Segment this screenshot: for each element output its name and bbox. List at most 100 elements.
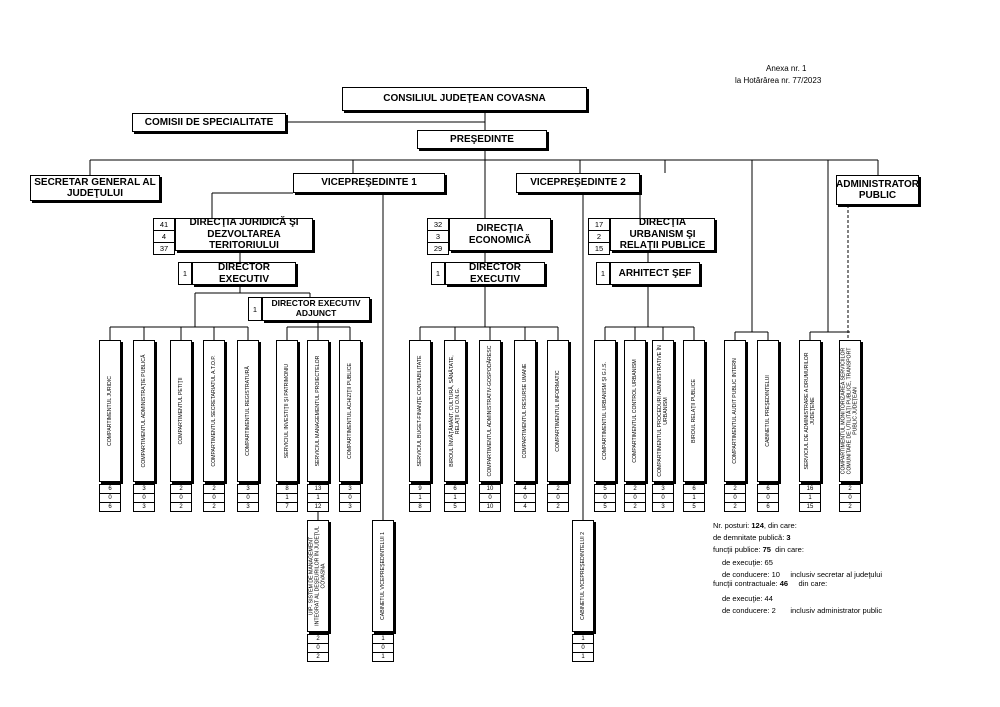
count-total: 16 (799, 484, 821, 493)
count-total: 6 (757, 484, 779, 493)
count-total: 3 (133, 484, 155, 493)
unit-label: COMPARTIMENTUL MONITORIZAREA SERVICIILOR… (840, 347, 860, 475)
direction-economica-box: DIRECŢIA ECONOMICĂ (449, 218, 551, 251)
count-management: 0 (652, 493, 674, 502)
count-management: 0 (547, 493, 569, 502)
summary-public-mgmt-label: de conducere: 10 (722, 570, 780, 579)
council-label: CONSILIUL JUDEŢEAN COVASNA (383, 93, 546, 105)
count-total: 5 (594, 484, 616, 493)
unit-box: SERVICIUL INVESTIŢII ŞI PATRIMONIU (276, 340, 298, 482)
count-execution: 2 (307, 652, 329, 662)
summary-total-value: 124 (751, 521, 764, 530)
unit-box: COMPARTIMENTUL INFORMATIC (547, 340, 569, 482)
director-exec-1-count: 1 (178, 262, 192, 285)
count-execution: 3 (133, 502, 155, 512)
unit-label: COMPARTIMENTUL ADMINISTRATIV-GOSPODĂRESC (486, 345, 493, 477)
director-adjunct-count: 1 (248, 297, 262, 321)
unit-box: COMPARTIMENTUL ACHIZIŢII PUBLICE (339, 340, 361, 482)
unit-box: SERVICIUL DE ADMINISTRARE A DRUMURILOR J… (799, 340, 821, 482)
annex-decision: la Hotărârea nr. 77/2023 (735, 76, 822, 85)
summary-public-value: 75 (762, 545, 771, 554)
vp1-box: VICEPREŞEDINTE 1 (293, 173, 445, 193)
unit-box: SERVICIUL MANAGEMENTUL PROIECTELOR (307, 340, 329, 482)
unit-box: COMPARTIMENTUL PETIŢII (170, 340, 192, 482)
direction-economica-label: DIRECŢIA ECONOMICĂ (468, 223, 532, 246)
count-total: 3 (237, 484, 259, 493)
summary-public-mgmt-note: inclusiv secretar al judeţului (790, 570, 883, 579)
summary-total: Nr. posturi: 124, din care: (713, 521, 797, 530)
unit-label: COMPARTIMENTUL JURIDIC (106, 376, 113, 446)
count-management: 1 (444, 493, 466, 502)
summary-dignity: de demnitate publică: 3 (713, 533, 791, 542)
count-execution: 6 (757, 502, 779, 512)
commissions-label: COMISII DE SPECIALITATE (144, 116, 274, 128)
unit-label: COMPARTIMENTUL INFORMATIC (554, 370, 561, 452)
unit-box: COMPARTIMENTUL AUDIT PUBLIC INTERN (724, 340, 746, 482)
secretary-label: SECRETAR GENERAL AL JUDEŢULUI (34, 176, 156, 200)
count-total: 6 (99, 484, 121, 493)
count-management: 0 (99, 493, 121, 502)
count-execution: 2 (203, 502, 225, 512)
unit-box: COMPARTIMENTUL REGISTRATURĂ (237, 340, 259, 482)
summary-public-exec: de execuţie: 65 (722, 558, 773, 567)
count-total: 9 (409, 484, 431, 493)
lower-unit-box: CABINETUL VICEPREŞEDINTELUI 2 (572, 520, 594, 632)
unit-box: SERVICIUL BUGET-FINANŢE CONTABILITATE (409, 340, 431, 482)
count-management: 0 (572, 643, 594, 652)
direction-urbanism-numbers: 17 2 15 (588, 218, 610, 255)
unit-box: COMPARTIMENTUL ADMINISTRATIV-GOSPODĂRESC (479, 340, 501, 482)
count-execution: 2 (724, 502, 746, 512)
count-total: 1 (372, 634, 394, 643)
count-total: 3 (339, 484, 361, 493)
summary-public-suffix: din care: (775, 545, 804, 554)
summary-dignity-label: de demnitate publică: (713, 533, 787, 542)
unit-label: COMPARTIMENTUL AUDIT PUBLIC INTERN (731, 358, 738, 464)
count-management: 0 (339, 493, 361, 502)
arhitect-box: ARHITECT ŞEF (610, 262, 700, 285)
count-management: 0 (514, 493, 536, 502)
count-management: 0 (624, 493, 646, 502)
count-management: 0 (594, 493, 616, 502)
unit-label: BIROUL ÎNVĂŢĂMÂNT, CULTURĂ, SĂNĂTATE, RE… (448, 355, 461, 467)
count-total: 17 (588, 218, 610, 230)
count-execution: 3 (652, 502, 674, 512)
summary-contract-suffix: din care: (798, 579, 828, 588)
count-execution: 5 (683, 502, 705, 512)
unit-label: SERVICIUL MANAGEMENTUL PROIECTELOR (314, 355, 321, 467)
summary-dignity-value: 3 (786, 533, 791, 542)
summary-public-label: funcţii publice: (713, 545, 761, 554)
unit-label: SERVICIUL DE ADMINISTRARE A DRUMURILOR J… (803, 352, 816, 470)
lower-unit-label: CABINETUL VICEPREŞEDINTELUI 1 (379, 531, 386, 621)
count-management: 0 (479, 493, 501, 502)
summary-public-mgmt: de conducere: 10 inclusiv secretar al ju… (722, 570, 882, 579)
unit-box: BIROUL RELAŢII PUBLICE (683, 340, 705, 482)
unit-label: COMPARTIMENTUL CONTROL URBANISM (631, 359, 638, 463)
direction-juridica-box: DIRECŢIA JURIDICĂ ŞI DEZVOLTAREA TERITOR… (175, 217, 313, 251)
count-management: 0 (372, 643, 394, 652)
annex-number: Anexa nr. 1 (766, 64, 807, 73)
count-execution: 2 (547, 502, 569, 512)
count-management: 4 (153, 230, 175, 242)
lower-unit-label: UIP- SISTEM DE MANAGEMENT INTEGRAT AL DE… (308, 526, 328, 626)
arhitect-count: 1 (596, 262, 610, 285)
admin-label: ADMINISTRATOR PUBLIC (836, 178, 919, 202)
count-total: 4 (514, 484, 536, 493)
count-execution: 4 (514, 502, 536, 512)
count-execution: 2 (839, 502, 861, 512)
count-management: 1 (307, 493, 329, 502)
count-management: 1 (409, 493, 431, 502)
unit-label: COMPARTIMENTUL URBANISM ŞI G.I.S. (601, 362, 608, 460)
count-management: 1 (276, 493, 298, 502)
summary-contract-mgmt-label: de conducere: 2 (722, 606, 776, 615)
lower-unit-box: CABINETUL VICEPREŞEDINTELUI 1 (372, 520, 394, 632)
